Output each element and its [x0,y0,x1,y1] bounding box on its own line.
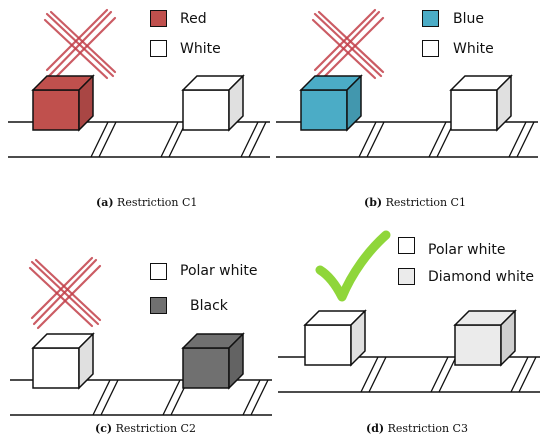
legend-label-a-2: White [180,41,221,57]
cube-right-d [453,309,517,367]
track-slot-divider [518,356,537,393]
caption-letter-d: (d) [366,422,385,435]
cube-side-face [78,332,94,390]
caption-text-c: Restriction C2 [115,422,196,435]
track-slot-divider [90,121,109,158]
legend-label-c-1: Polar white [180,263,258,279]
cross-stroke [51,16,117,82]
cube-front-face [182,89,230,131]
cube-left-b [299,74,363,132]
cube-front-face [300,89,348,131]
cube-front-face [454,324,502,366]
cube-right-b [449,74,513,132]
cross-stroke [313,8,377,72]
cube-left-d [303,309,367,367]
cross-stroke [319,16,385,82]
legend-label-b-1: Blue [453,11,484,27]
caption-c: (c) Restriction C2 [95,422,196,435]
track-slot-divider [428,121,447,158]
track-slot-divider [250,379,269,416]
cube-side-face [78,74,94,132]
panel-a [8,8,270,158]
cross-stroke [32,258,98,326]
legend-swatch-a-1 [150,10,167,27]
track-slot-divider [160,121,179,158]
cross-stroke [47,10,113,78]
legend-swatch-b-2 [422,40,439,57]
legend-label-d-2: Diamond white [428,269,534,285]
caption-d: (d) Restriction C3 [366,422,468,435]
track-slot-divider [516,121,535,158]
cube-front-face [32,347,80,389]
caption-a: (a) Restriction C1 [96,196,197,209]
track-slot-divider [98,121,117,158]
legend-label-a-1: Red [180,11,207,27]
track-slot-divider [430,356,449,393]
track-slot-divider [240,121,259,158]
cross-stroke [36,264,102,330]
cube-side-face [346,74,362,132]
caption-text-a: Restriction C1 [117,196,198,209]
cube-side-face [500,309,516,367]
cross-mark-c [28,256,102,330]
cube-front-face [32,89,80,131]
legend-label-b-2: White [453,41,494,57]
legend-label-d-1: Polar white [428,242,506,258]
track-slot-divider [162,379,181,416]
legend-swatch-b-1 [422,10,439,27]
legend-swatch-c-1 [150,263,167,280]
caption-letter-b: (b) [364,196,383,209]
caption-text-d: Restriction C3 [387,422,468,435]
check-stroke [315,230,391,302]
track-slot-divider [510,356,529,393]
cube-side-face [228,74,244,132]
cube-side-face [350,309,366,367]
caption-text-b: Restriction C1 [385,196,466,209]
cube-front-face [182,347,230,389]
cross-stroke [45,8,109,72]
panel-c [10,256,272,416]
caption-letter-a: (a) [96,196,114,209]
panel-b [276,8,538,158]
track-slot-divider [508,121,527,158]
track-slot-divider [360,356,379,393]
track-slot-divider [92,379,111,416]
legend-swatch-d-1 [398,237,415,254]
track-slot-divider [366,121,385,158]
check-mark-d [315,230,391,302]
cube-side-face [228,332,244,390]
cube-front-face [304,324,352,366]
cube-left-c [31,332,95,390]
legend-swatch-c-2 [150,297,167,314]
cross-stroke [30,256,94,320]
cube-left-a [31,74,95,132]
panel-d [278,230,540,393]
legend-swatch-d-2 [398,268,415,285]
legend-swatch-a-2 [150,40,167,57]
cube-right-c [181,332,245,390]
cube-front-face [450,89,498,131]
track-slot-divider [368,356,387,393]
cross-mark-a [43,8,117,82]
track-slot-divider [242,379,261,416]
track-slot-divider [100,379,119,416]
caption-b: (b) Restriction C1 [364,196,466,209]
cross-mark-b [311,8,385,82]
cube-right-a [181,74,245,132]
legend-label-c-2: Black [190,298,228,314]
track-slot-divider [438,356,457,393]
track-slot-divider [248,121,267,158]
cube-side-face [496,74,512,132]
cross-stroke [315,10,381,78]
caption-letter-c: (c) [95,422,113,435]
track-slot-divider [358,121,377,158]
